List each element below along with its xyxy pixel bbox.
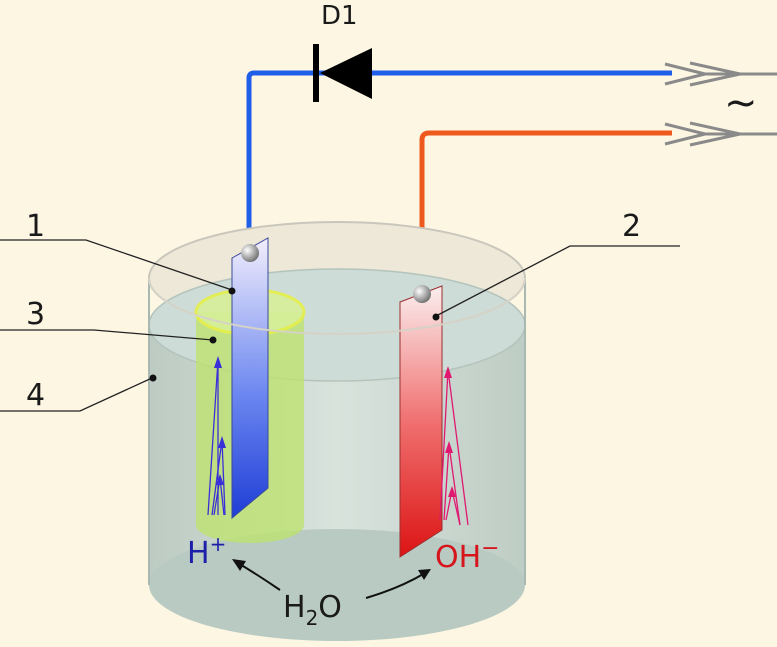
anion-base: OH — [435, 540, 481, 575]
electrode-anode — [231, 237, 269, 520]
cation-base: H — [187, 536, 210, 571]
anode-terminal — [241, 244, 259, 262]
cation-arrowheads — [214, 356, 226, 485]
anode-wire — [246, 70, 672, 250]
leader-dots — [149, 287, 440, 382]
ac-symbol: ~ — [724, 80, 758, 126]
leader-lines — [0, 239, 680, 412]
water-h: H — [283, 590, 306, 625]
water-o: O — [318, 590, 342, 625]
terminal-arrow-icon — [664, 121, 777, 147]
diode-icon — [313, 44, 372, 102]
anion-arrowheads — [444, 366, 456, 497]
terminal-arrow-icon — [664, 61, 777, 87]
label-3: 3 — [26, 297, 45, 332]
anion-label: OH− — [435, 536, 500, 575]
vessel-front-rim — [148, 277, 526, 335]
diode-label: D1 — [321, 1, 358, 31]
label-2: 2 — [622, 209, 641, 244]
cation-sup: + — [210, 532, 227, 556]
reaction-arrowheads — [232, 559, 431, 580]
label-4: 4 — [26, 378, 45, 413]
water-label: H2O — [283, 590, 342, 630]
anion-sup: − — [481, 536, 499, 561]
water-sub: 2 — [306, 606, 319, 630]
cathode-wire — [419, 130, 672, 292]
cation-label: H+ — [187, 532, 226, 571]
label-1: 1 — [26, 209, 45, 244]
cathode-terminal — [413, 285, 431, 303]
